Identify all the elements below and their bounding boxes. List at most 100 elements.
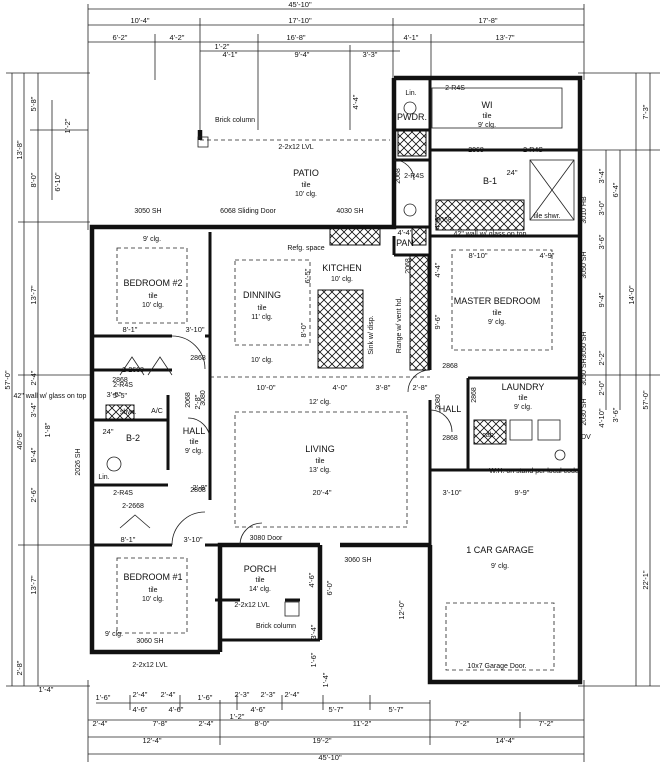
note-shower: shwr. xyxy=(120,409,136,416)
note-door-code: 2868 xyxy=(442,363,458,370)
dim-label: 14'-0" xyxy=(627,285,636,304)
dim-label: 5'-7" xyxy=(329,705,344,714)
dimension-labels-right: 7'-3" 3'-4" 6'-4" 3'-0" 3'-6" 14'-0" 9'-… xyxy=(597,104,650,589)
note-header: 3050 SH xyxy=(581,331,588,358)
overhead-lines xyxy=(116,139,555,671)
room-pan: PAN xyxy=(396,238,414,248)
dim-label: 4'-6" xyxy=(133,705,148,714)
dim-label: 3'-4" xyxy=(29,402,38,417)
dim-label: 6'-5" xyxy=(303,268,312,283)
dim-label: 1'-4" xyxy=(321,672,330,687)
dim-label: 9'-4" xyxy=(597,292,606,307)
note-header: 3060 SH xyxy=(136,638,163,645)
note-shelf: 2-R4S xyxy=(404,173,424,180)
dim-label: 16'-8" xyxy=(286,33,305,42)
room-name: WI xyxy=(482,100,493,110)
dim-label: 3'-10" xyxy=(183,535,202,544)
room-name: LAUNDRY xyxy=(502,382,545,392)
dimension-labels-left: 5'-8" 13'-8" 1'-2" 8'-0" 6'-10" 13'-7" 5… xyxy=(3,96,72,594)
dim-label: 1'-2" xyxy=(230,712,245,721)
dim-label: 1'-6" xyxy=(198,693,213,702)
room-labels: PATIO tile 10' clg. BEDROOM #2 tile 10' … xyxy=(123,100,544,603)
dim-label: 4'-9" xyxy=(433,214,442,229)
note-dv: DV xyxy=(581,434,591,441)
dimension-labels-bottom: 1'-6" 2'-4" 2'-4" 1'-6" 2'-3" 2'-3" 2'-4… xyxy=(15,660,554,762)
dim-label: 19'-2" xyxy=(312,736,331,745)
plan-notes: Brick column 2-2x12 LVL 3050 SH 6068 Sli… xyxy=(14,85,592,670)
room-ceiling: 9' clg. xyxy=(185,448,203,455)
dim-label: 4'-9" xyxy=(540,251,555,260)
dim-label: 24" xyxy=(506,168,517,177)
dim-label: 7'-8" xyxy=(153,719,168,728)
dim-label: 7'-2" xyxy=(455,719,470,728)
room-ceiling: 9' clg. xyxy=(488,319,506,326)
dim-label: 5'-4" xyxy=(29,447,38,462)
note-door-code: 2868 xyxy=(190,487,206,494)
note-water-heater: W.H. on stand per local code. xyxy=(489,468,580,475)
note-door-code: 2868 xyxy=(190,355,206,362)
note-sink: Sink w/ disp. xyxy=(368,315,375,354)
note-header: 3050 SH xyxy=(134,208,161,215)
dim-label: 2'-4" xyxy=(285,690,300,699)
room-garage: 1 CAR GARAGE 9' clg. xyxy=(466,545,534,570)
note-header: 3010 HB xyxy=(581,196,588,224)
room-name: KITCHEN xyxy=(322,263,362,273)
room-wi: WI tile 9' clg. xyxy=(478,100,496,129)
note-garage-door: 10x7 Garage Door. xyxy=(467,663,526,670)
room-b1: B-1 xyxy=(483,176,497,186)
dim-label: 9'-4" xyxy=(295,50,310,59)
dim-label: 4'-6" xyxy=(251,705,266,714)
dim-label: 4'-4" xyxy=(351,94,360,109)
note-header: 2030 SH xyxy=(581,398,588,425)
note-refrigerator: Refg. space xyxy=(287,245,324,252)
room-master-bedroom: MASTER BEDROOM tile 9' clg. xyxy=(454,296,541,326)
room-name: MASTER BEDROOM xyxy=(454,296,541,306)
dim-label: 4'-6" xyxy=(307,572,316,587)
note-lvl: 2-2x12 LVL xyxy=(278,144,313,151)
dim-label: 2'-4" xyxy=(133,690,148,699)
note-glass-wall: 42" wall w/ glass on top xyxy=(14,393,87,400)
note-header: 3060 SH xyxy=(344,557,371,564)
dimension-lines xyxy=(6,4,660,762)
note-door: 3080 Door xyxy=(250,535,283,542)
dim-label: 9'-6" xyxy=(433,314,442,329)
dim-label: 13'-7" xyxy=(29,285,38,304)
dim-label: 20'-4" xyxy=(312,488,331,497)
room-name: 1 CAR GARAGE xyxy=(466,545,534,555)
note-header: 3050 SH xyxy=(581,251,588,278)
room-laundry: LAUNDRY tile 9' clg. xyxy=(502,382,545,411)
note-cabinet: cab. xyxy=(482,432,495,439)
dim-label: 7'-2" xyxy=(539,719,554,728)
dim-label: 3'-6" xyxy=(611,407,620,422)
dim-label: 2'-6" xyxy=(29,487,38,502)
note-header: 2026 SH xyxy=(75,448,82,475)
room-name: PORCH xyxy=(244,564,277,574)
note-ceiling: 10' clg. xyxy=(251,357,273,364)
dim-label: 1'-2" xyxy=(63,118,72,133)
dim-label: 10'-0" xyxy=(256,383,275,392)
room-floor: tile xyxy=(190,439,199,446)
dim-label: 2'-2" xyxy=(597,350,606,365)
note-door-code: 2068 xyxy=(405,258,412,274)
dim-overall-right: 57'-0" xyxy=(641,390,650,409)
note-glass-wall: 42" wall w/ glass on top xyxy=(454,231,527,238)
room-floor: tile xyxy=(519,395,528,402)
room-living: LIVING tile 13' clg. xyxy=(305,444,335,474)
room-ceiling: 9' clg. xyxy=(491,563,509,570)
dimension-labels-top: 45'-10" 10'-4" 17'-10" 17'-8" 6'-2" 4'-2… xyxy=(113,0,515,59)
dim-label: 12'-4" xyxy=(142,736,161,745)
dim-label: 4'-0" xyxy=(333,383,348,392)
room-name: BEDROOM #1 xyxy=(123,572,182,582)
note-header: 4030 SH xyxy=(336,208,363,215)
dim-label: 2'-8" xyxy=(413,383,428,392)
room-kitchen: KITCHEN 10' clg. xyxy=(322,263,362,283)
dim-label: 14'-4" xyxy=(495,736,514,745)
room-ceiling: 11' clg. xyxy=(251,314,272,321)
room-floor: tile xyxy=(483,113,492,120)
note-lvl: 2-2x12 LVL xyxy=(132,662,167,669)
room-floor: tile xyxy=(302,182,311,189)
dim-label: 13'-8" xyxy=(15,140,24,159)
dim-label: 4'-10" xyxy=(597,408,606,427)
room-floor: tile xyxy=(316,458,325,465)
dim-label: 2'-8" xyxy=(15,660,24,675)
